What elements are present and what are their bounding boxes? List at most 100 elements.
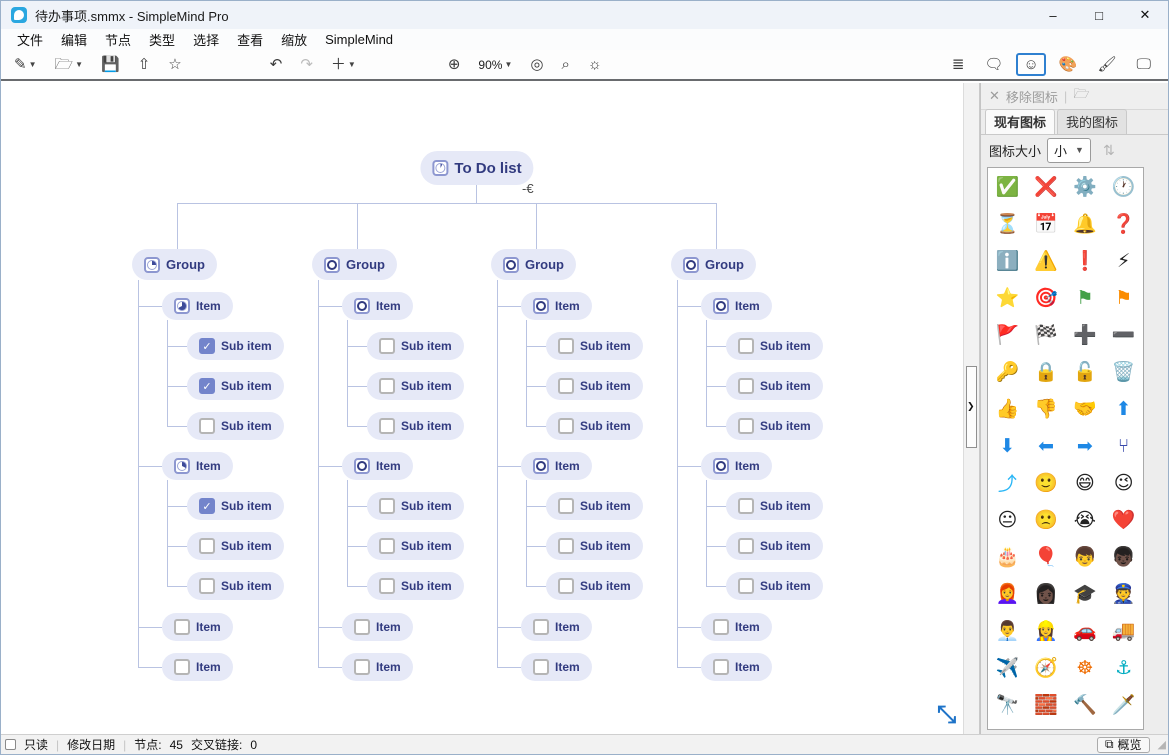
progress-circle-icon[interactable] [354, 298, 370, 314]
node-item[interactable]: Item [162, 653, 233, 681]
node-item[interactable]: Item [342, 452, 413, 480]
menu-item-编辑[interactable]: 编辑 [61, 33, 88, 48]
node-subitem[interactable]: Sub item [546, 532, 643, 560]
node-item[interactable]: Item [701, 613, 772, 641]
maximize-button[interactable]: □ [1095, 7, 1103, 23]
minimize-button[interactable]: – [1049, 7, 1057, 23]
node-subitem[interactable]: Sub item [367, 372, 464, 400]
node-group[interactable]: Group [132, 249, 217, 280]
idea-lightbulb-icon[interactable]: ☼ [581, 53, 609, 76]
fork-split-icon[interactable]: ⑂ [1117, 434, 1130, 457]
woman-redhead-icon[interactable]: 👩‍🦰 [995, 583, 1020, 605]
save-icon[interactable]: 💾 [94, 53, 127, 76]
node-subitem[interactable]: Sub item [187, 532, 284, 560]
remove-x-icon[interactable]: ✕ [989, 88, 1000, 103]
lightning-icon[interactable]: ⚡ [1116, 249, 1131, 272]
node-item[interactable]: Item [701, 452, 772, 480]
checkbox-empty-icon[interactable] [379, 498, 395, 514]
zoom-in-icon[interactable]: ⊕ [441, 53, 468, 76]
dagger-icon[interactable]: 🗡️ [1111, 694, 1136, 716]
woman-dark-icon[interactable]: 👩🏿 [1034, 583, 1058, 605]
redo-icon[interactable]: ↷ [293, 53, 320, 76]
checkbox-checked-icon[interactable]: ✓ [199, 378, 215, 394]
node-item[interactable]: Item [162, 452, 233, 480]
flag-red-icon[interactable]: 🚩 [995, 324, 1020, 346]
checkbox-empty-icon[interactable] [379, 578, 395, 594]
checkbox-empty-icon[interactable] [533, 619, 549, 635]
node-subitem[interactable]: ✓Sub item [187, 492, 284, 520]
node-item[interactable]: Item [521, 292, 592, 320]
readonly-checkbox[interactable] [5, 739, 16, 750]
cross-mark-icon[interactable]: ❌ [1034, 176, 1058, 198]
emoji-panel-icon[interactable]: ☺ [1016, 53, 1046, 76]
graduation-cap-icon[interactable]: 🎓 [1073, 583, 1097, 605]
hourglass-icon[interactable]: ⏳ [995, 213, 1020, 235]
boy-face-icon[interactable]: 👦 [1073, 546, 1097, 568]
node-subitem[interactable]: ✓Sub item [187, 372, 284, 400]
laughing-face-icon[interactable]: 😄 [1074, 471, 1095, 494]
node-subitem[interactable]: Sub item [546, 372, 643, 400]
checkbox-empty-icon[interactable] [558, 418, 574, 434]
star-icon[interactable]: ⭐ [995, 287, 1020, 309]
clock-icon[interactable]: 🕐 [1111, 176, 1136, 198]
zoom-level-select[interactable]: 90%▼ [471, 55, 519, 75]
undo-icon[interactable]: ↶ [263, 53, 290, 76]
calendar-icon[interactable]: 📅 [1034, 213, 1058, 235]
node-item[interactable]: Item [342, 292, 413, 320]
progress-circle-icon[interactable] [533, 458, 549, 474]
lock-icon[interactable]: 🔒 [1034, 361, 1058, 383]
dart-target-icon[interactable]: 🎯 [1034, 287, 1058, 309]
vertical-scrollbar[interactable]: ❯ [963, 83, 980, 734]
warning-icon[interactable]: ⚠️ [1034, 250, 1058, 272]
plus-circle-icon[interactable]: ➕ [1073, 324, 1097, 346]
info-icon[interactable]: ℹ️ [995, 250, 1020, 272]
merge-arrow-icon[interactable]: ⤴ [997, 473, 1017, 495]
checkbox-empty-icon[interactable] [738, 578, 754, 594]
node-subitem[interactable]: Sub item [546, 572, 643, 600]
node-item[interactable]: Item [701, 653, 772, 681]
checkbox-empty-icon[interactable] [738, 538, 754, 554]
checkbox-empty-icon[interactable] [558, 498, 574, 514]
node-subitem[interactable]: Sub item [546, 332, 643, 360]
checkbox-empty-icon[interactable] [379, 378, 395, 394]
node-subitem[interactable]: Sub item [546, 412, 643, 440]
node-subitem[interactable]: Sub item [367, 412, 464, 440]
progress-pie-icon[interactable] [174, 458, 190, 474]
node-subitem[interactable]: Sub item [367, 572, 464, 600]
scrollbar-thumb[interactable] [966, 366, 977, 448]
node-subitem[interactable]: ✓Sub item [187, 332, 284, 360]
remove-icon-label[interactable]: 移除图标 [1005, 89, 1058, 105]
tab-existing-icons[interactable]: 现有图标 [985, 109, 1056, 134]
binoculars-icon[interactable]: 🔭 [995, 694, 1020, 716]
node-group[interactable]: Group [671, 249, 756, 280]
node-item[interactable]: Item [701, 292, 772, 320]
presentation-icon[interactable]: 🖵 [1130, 53, 1158, 76]
progress-pie-icon[interactable] [144, 256, 160, 273]
center-map-icon[interactable]: ◎ [523, 53, 550, 76]
minus-circle-icon[interactable]: ➖ [1111, 324, 1136, 346]
overview-button[interactable]: ⧉ 概览 [1096, 736, 1150, 753]
progress-circle-icon[interactable] [683, 256, 699, 273]
node-subitem[interactable]: Sub item [726, 572, 823, 600]
checkbox-empty-icon[interactable] [379, 338, 395, 354]
checkbox-empty-icon[interactable] [558, 338, 574, 354]
node-item[interactable]: Item [521, 452, 592, 480]
key-icon[interactable]: 🔑 [995, 361, 1020, 383]
node-subitem[interactable]: Sub item [726, 372, 823, 400]
checkbox-empty-icon[interactable] [354, 659, 370, 675]
car-icon[interactable]: 🚗 [1073, 620, 1097, 642]
arrow-left-circle-icon[interactable]: ⬅ [1038, 434, 1055, 457]
brick-wall-icon[interactable]: 🧱 [1034, 694, 1058, 716]
checkbox-empty-icon[interactable] [199, 578, 215, 594]
node-item[interactable]: Item [342, 653, 413, 681]
checkbox-checked-icon[interactable]: ✓ [199, 498, 215, 514]
search-icon[interactable]: ⌕ [554, 53, 576, 76]
checkbox-checked-icon[interactable]: ✓ [199, 338, 215, 354]
trash-icon[interactable]: 🗑️ [1111, 361, 1136, 383]
truck-icon[interactable]: 🚚 [1111, 620, 1136, 642]
checkbox-empty-icon[interactable] [713, 619, 729, 635]
node-item[interactable]: Item [521, 613, 592, 641]
checkbox-empty-icon[interactable] [558, 378, 574, 394]
checkbox-empty-icon[interactable] [533, 659, 549, 675]
businessman-icon[interactable]: 👨‍💼 [995, 620, 1020, 642]
